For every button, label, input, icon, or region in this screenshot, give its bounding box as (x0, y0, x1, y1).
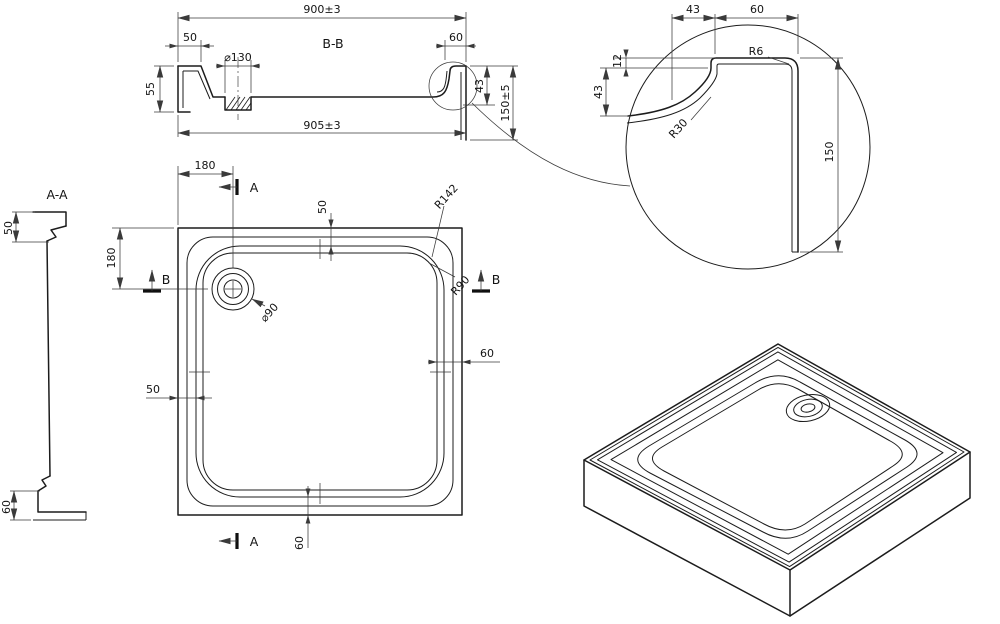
dim-flange-left: 50 (183, 31, 197, 44)
detail-view: 43 60 12 43 R6 R30 150 (592, 3, 871, 270)
section-aa-dimensions: 50 60 (0, 211, 49, 521)
section-aa-profile (32, 211, 87, 521)
plan-section-markers: A A B B (143, 179, 500, 549)
section-bb-view: 900±3 50 B-B 60 ⌀130 55 43 150±5 (144, 3, 631, 187)
dim-step-height: 12 (611, 54, 624, 68)
dim-ledge-height: 43 (592, 85, 605, 99)
drain-hatching (225, 96, 252, 111)
dim-inset-bottom: 60 (293, 536, 306, 550)
detail-leader-curve (471, 102, 631, 187)
section-bb-label: B-B (322, 36, 343, 51)
section-marker-a-top: A (250, 180, 259, 195)
isometric-view (583, 343, 971, 617)
dim-drain-diameter: ⌀130 (224, 51, 252, 64)
dim-bottom-foot: 60 (0, 500, 13, 514)
dim-inset-right: 60 (480, 347, 494, 360)
section-aa-label: A-A (46, 187, 68, 202)
dim-inset-left: 50 (146, 383, 160, 396)
plan-outlines (177, 227, 463, 516)
detail-circle (625, 24, 871, 270)
detail-dimensions: 43 60 12 43 R6 R30 150 (592, 3, 843, 253)
dim-drain-offset-y: 180 (105, 248, 118, 269)
dim-corner-width: 43 (686, 3, 700, 16)
plan-view: 180 180 50 R142 R90 ⌀90 60 50 60 (105, 159, 500, 550)
plan-drain (211, 267, 255, 311)
section-marker-b-right: B (492, 272, 501, 287)
iso-drain (785, 393, 831, 423)
dim-top-flange: 50 (2, 221, 15, 235)
dim-skirt-height: 150 (823, 142, 836, 163)
dim-width-top: 900±3 (303, 3, 340, 16)
section-marker-a-bottom: A (250, 534, 259, 549)
dim-corner-radius-outer: R142 (432, 182, 461, 212)
dim-radius-small: R6 (749, 45, 764, 58)
detail-profile (626, 57, 799, 253)
plan-dimensions: 180 180 50 R142 R90 ⌀90 60 50 60 (105, 159, 500, 550)
iso-body (583, 343, 971, 617)
dim-flange-right: 60 (449, 31, 463, 44)
dim-total-height: 150±5 (499, 84, 512, 121)
section-aa-view: A-A 50 60 (0, 187, 87, 521)
section-bb-dimensions: 900±3 50 B-B 60 ⌀130 55 43 150±5 (144, 3, 518, 141)
dim-lip-height: 55 (144, 82, 157, 96)
dim-corner-height: 43 (473, 79, 486, 93)
dim-corner-radius-inner: R90 (448, 273, 472, 298)
section-marker-b-left: B (162, 272, 171, 287)
section-bb-profile (177, 57, 631, 187)
detail-indicator-circle (428, 61, 478, 111)
dim-inset-top: 50 (316, 200, 329, 214)
dim-radius-large: R30 (666, 116, 690, 141)
dim-drain-offset-x: 180 (195, 159, 216, 172)
dim-width-bottom: 905±3 (303, 119, 340, 132)
dim-flange-width: 60 (750, 3, 764, 16)
